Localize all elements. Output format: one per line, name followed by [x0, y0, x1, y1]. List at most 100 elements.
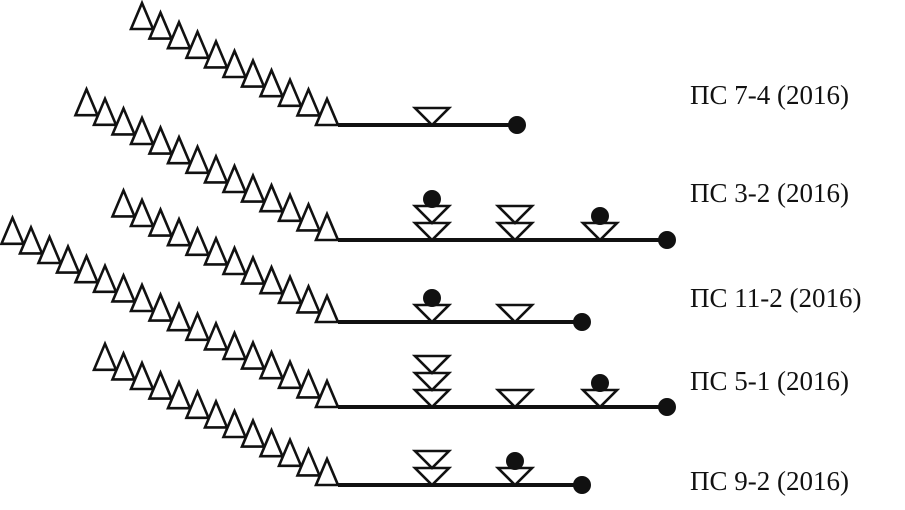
chain-triangle-icon [92, 340, 118, 372]
station-dot-icon [423, 289, 441, 307]
station-triangle-icon [411, 371, 453, 392]
chain-triangle-icon [129, 114, 155, 146]
station-triangle-icon [494, 466, 536, 487]
chain-triangle-icon [221, 407, 248, 439]
chain-triangle-icon [221, 329, 248, 361]
chain-triangle-icon [295, 446, 322, 477]
chain-triangle-icon [184, 310, 211, 342]
row-label: ПС 5-1 (2016) [690, 366, 849, 396]
chain-triangle-icon [277, 191, 303, 223]
station-triangle-icon [411, 204, 453, 225]
end-dot-icon [658, 231, 676, 249]
chain-triangle-icon [147, 124, 174, 155]
chain-triangle-icon [36, 233, 63, 265]
chain-triangle-icon [240, 172, 266, 203]
chain-triangle-icon [277, 76, 303, 108]
chain-triangle-icon [184, 143, 211, 175]
chain-triangle-icon [55, 243, 81, 274]
chain-triangle-icon [240, 254, 266, 285]
chain-triangle-icon [295, 86, 322, 117]
chain-triangle-icon [147, 369, 174, 400]
station-dot-icon [591, 374, 609, 392]
chain-triangle-icon [129, 196, 155, 228]
chain-triangle-icon [110, 105, 137, 136]
chain-triangle-icon [166, 18, 192, 50]
chain-triangle-icon [258, 181, 285, 213]
chain-triangle-icon [258, 263, 285, 295]
station-dot-icon [591, 207, 609, 225]
chain-triangle-icon [258, 66, 285, 98]
chain-triangle-icon [277, 436, 303, 468]
end-dot-icon [573, 313, 591, 331]
chain-triangle-icon [147, 9, 174, 40]
chain-triangle-icon [240, 339, 266, 370]
station-triangle-icon [411, 354, 453, 375]
chain-triangle-icon [314, 210, 340, 242]
chain-triangle-icon [73, 252, 100, 284]
row-label: ПС 3-2 (2016) [690, 178, 849, 208]
station-dot-icon [506, 452, 524, 470]
station-triangle-icon [579, 388, 621, 409]
chain-triangle-icon [166, 215, 192, 247]
chain-triangle-icon [203, 235, 229, 266]
chain-triangle-icon [166, 133, 192, 165]
chain-triangle-icon [166, 300, 192, 332]
chain-triangle-icon [110, 272, 137, 303]
chain-triangle-icon [129, 0, 155, 31]
station-triangle-icon [494, 388, 536, 409]
chain-triangle-icon [166, 378, 192, 410]
chain-triangle-icon [147, 291, 174, 322]
chain-triangle-icon [240, 57, 266, 88]
chain-triangle-icon [184, 388, 211, 420]
chain-triangle-icon [314, 455, 340, 487]
chain-triangle-icon [258, 426, 285, 458]
chain-triangle-icon [203, 153, 229, 184]
end-dot-icon [658, 398, 676, 416]
chain-triangle-icon [147, 206, 174, 237]
chain-triangle-icon [203, 38, 229, 69]
chain-triangle-icon [221, 244, 248, 276]
station-triangle-icon [411, 221, 453, 242]
chain-triangle-icon [314, 292, 340, 324]
station-triangle-icon [494, 204, 536, 225]
chain-triangle-icon [258, 348, 285, 380]
chain-triangle-icon [184, 225, 211, 257]
station-triangle-icon [494, 221, 536, 242]
chain-triangle-icon [92, 95, 118, 127]
chain-triangle-icon [221, 162, 248, 194]
end-dot-icon [573, 476, 591, 494]
chain-triangle-icon [277, 358, 303, 390]
chain-triangle-icon [314, 377, 340, 409]
chain-triangle-icon [92, 262, 118, 294]
station-triangle-icon [411, 466, 453, 487]
station-triangle-icon [579, 221, 621, 242]
chain-triangle-icon [295, 283, 322, 314]
chain-triangle-icon [129, 281, 155, 313]
chain-triangle-icon [203, 398, 229, 429]
row-label: ПС 7-4 (2016) [690, 80, 849, 110]
chain-triangle-icon [18, 224, 44, 255]
station-triangle-icon [411, 303, 453, 324]
chain-triangle-icon [184, 28, 211, 60]
chain-triangle-icon [110, 350, 137, 381]
end-dot-icon [508, 116, 526, 134]
chain-triangle-icon [295, 368, 322, 399]
chain-triangle-icon [0, 214, 26, 246]
chain-triangle-icon [277, 273, 303, 305]
chain-triangle-icon [73, 85, 100, 117]
row-label: ПС 9-2 (2016) [690, 466, 849, 496]
chain-triangle-icon [221, 47, 248, 79]
chain-triangle-icon [129, 359, 155, 391]
station-triangle-icon [411, 106, 453, 127]
station-triangle-icon [411, 388, 453, 409]
chain-triangle-icon [295, 201, 322, 232]
chain-triangle-icon [240, 417, 266, 448]
chain-triangle-icon [314, 95, 340, 127]
station-triangle-icon [411, 449, 453, 470]
row-label: ПС 11-2 (2016) [690, 283, 862, 313]
station-triangle-icon [494, 303, 536, 324]
station-dot-icon [423, 190, 441, 208]
chain-triangle-icon [203, 320, 229, 351]
